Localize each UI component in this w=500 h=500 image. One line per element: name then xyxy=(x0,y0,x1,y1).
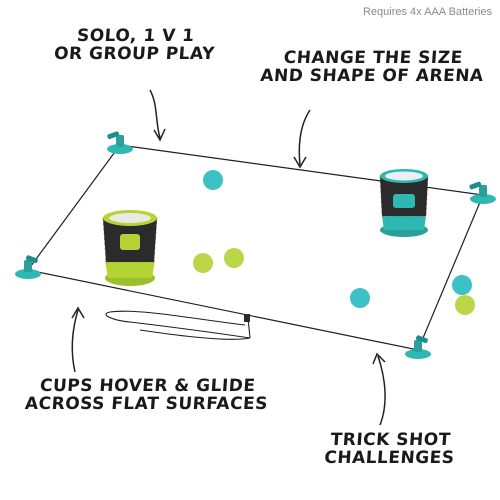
arrow-hover xyxy=(71,309,79,373)
string-coil-icon xyxy=(105,310,251,340)
ball-icon xyxy=(224,248,244,268)
suction-cup-icon xyxy=(405,335,431,359)
ball-icon xyxy=(350,288,370,308)
ball-icon xyxy=(452,275,472,295)
arrow-trick-shot-head xyxy=(372,352,386,365)
arrow-play-modes-head xyxy=(153,128,166,142)
ball-icon xyxy=(203,170,223,190)
suction-cup-icon xyxy=(107,131,133,154)
suction-cup-icon xyxy=(469,181,496,204)
battery-note: Requires 4x AAA Batteries xyxy=(362,6,492,18)
arrow-arena xyxy=(298,109,311,166)
arrow-arena-head xyxy=(293,156,307,169)
hover-cup-icon xyxy=(379,169,429,237)
ball-icon xyxy=(455,295,475,315)
suction-cup-icon xyxy=(15,255,41,279)
arrow-trick-shot xyxy=(377,355,386,426)
hover-cup-icon xyxy=(102,210,158,286)
arrow-play-modes xyxy=(149,89,161,139)
arrow-hover-head xyxy=(71,306,85,319)
ball-icon xyxy=(193,253,213,273)
